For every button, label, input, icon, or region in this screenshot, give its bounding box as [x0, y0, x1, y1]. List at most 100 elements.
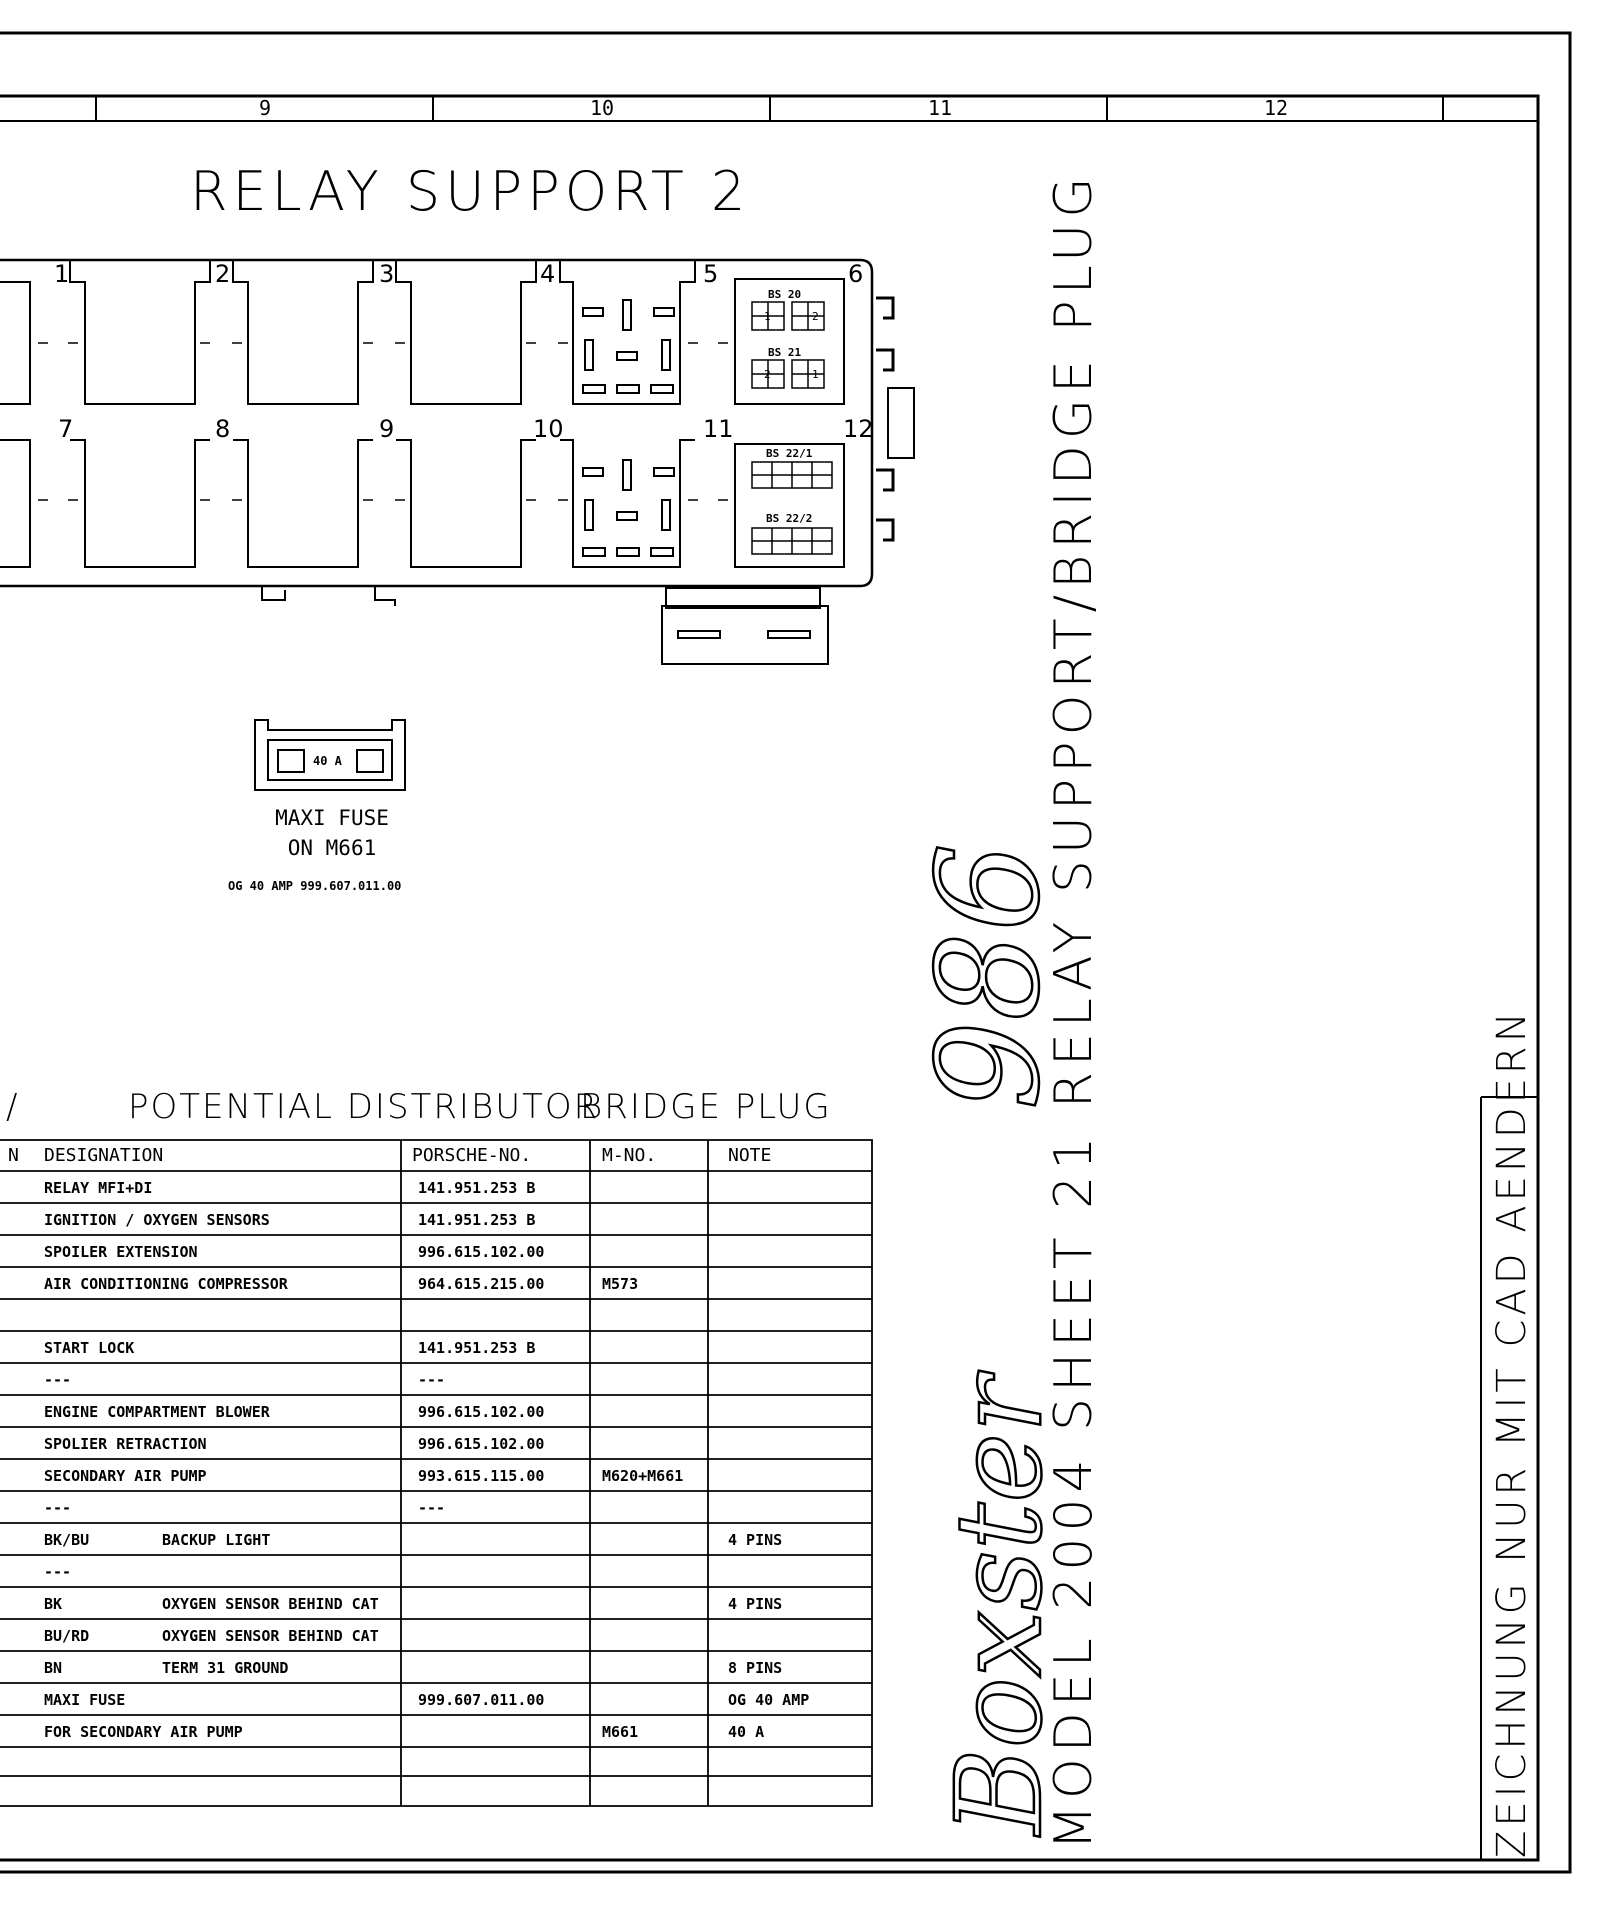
table-cell-designation: AIR CONDITIONING COMPRESSOR	[44, 1275, 288, 1293]
maxi-fuse-caption-line1: MAXI FUSE	[275, 806, 389, 830]
table-cell-designation: START LOCK	[44, 1339, 135, 1357]
maxi-fuse-rating: 40 A	[313, 754, 342, 768]
relay-pins-slot11	[582, 459, 675, 557]
title-block-strip	[1480, 1096, 1538, 1860]
table-cell-designation: MAXI FUSE	[44, 1691, 126, 1709]
table-cell-note: 8 PINS	[728, 1659, 783, 1677]
slot-number-4: 4	[540, 260, 556, 288]
bridge-label-bs22-2: BS 22/2	[766, 512, 813, 525]
slot-number-12: 12	[843, 415, 874, 443]
table-cell-porsche-no: 996.615.102.00	[418, 1243, 545, 1261]
bridge-pin-number: 1	[812, 368, 819, 381]
table-cell-porsche-no: 996.615.102.00	[418, 1403, 545, 1421]
table-cell-note: 4 PINS	[728, 1595, 783, 1613]
relay-support-title: RELAY SUPPORT 2	[190, 160, 751, 223]
bridge-pin-number: 1	[764, 310, 771, 323]
column-number-11: 11	[927, 96, 953, 120]
bridge-pin-number: 2	[812, 310, 819, 323]
relay-sockets-bottom	[0, 439, 845, 568]
socket-dash-marks	[38, 342, 728, 501]
slot-number-3: 3	[379, 260, 395, 288]
maxi-fuse-caption-line2: ON M661	[287, 836, 377, 860]
table-cell-designation: ---	[44, 1563, 72, 1581]
bridge-label-bs22-1: BS 22/1	[766, 447, 813, 460]
table-cell-designation: BK/BU	[44, 1531, 90, 1549]
table-cell-note: 4 PINS	[728, 1531, 783, 1549]
table-cell-porsche-no: 993.615.115.00	[418, 1467, 545, 1485]
table-header-cut-mark: N	[8, 1145, 19, 1166]
bridge-bs21-pins	[751, 359, 825, 389]
table-cell-designation: ENGINE COMPARTMENT BLOWER	[44, 1403, 270, 1421]
table-cell-designation: SPOILER EXTENSION	[44, 1243, 198, 1261]
table-cell-designation: SPOLIER RETRACTION	[44, 1435, 207, 1453]
table-cell-porsche-no: 996.615.102.00	[418, 1435, 545, 1453]
maxi-fuse-drawing	[254, 719, 406, 791]
table-cell-description: OXYGEN SENSOR BEHIND CAT	[162, 1627, 379, 1645]
slot-number-8: 8	[215, 415, 231, 443]
table-cell-designation: IGNITION / OXYGEN SENSORS	[44, 1211, 270, 1229]
table-cell-note: 40 A	[728, 1723, 765, 1741]
column-number-10: 10	[589, 96, 615, 120]
cad-note: ZEICHNUNG NUR MIT CAD AENDERN	[1489, 1008, 1535, 1858]
table-cell-description: TERM 31 GROUND	[162, 1659, 289, 1677]
table-cell-porsche-no: 999.607.011.00	[418, 1691, 545, 1709]
table-cell-description: BACKUP LIGHT	[162, 1531, 271, 1549]
table-title-bridge-plug: BRIDGE PLUG	[580, 1087, 832, 1127]
slot-number-5: 5	[703, 260, 719, 288]
table-title-distributor: POTENTIAL DISTRIBUTOR	[128, 1087, 600, 1127]
bridge-label-bs21: BS 21	[768, 346, 802, 359]
column-number-12: 12	[1263, 96, 1289, 120]
slot-number-11: 11	[703, 415, 734, 443]
table-cell-description: OXYGEN SENSOR BEHIND CAT	[162, 1595, 379, 1613]
column-dividers	[95, 96, 1444, 121]
table-cell-designation: BN	[44, 1659, 63, 1677]
bridge-label-bs20: BS 20	[768, 288, 802, 301]
table-cell-porsche-no: 141.951.253 B	[418, 1339, 536, 1357]
table-cell-designation: ---	[44, 1371, 72, 1389]
slot-number-9: 9	[379, 415, 395, 443]
model-986-logo: 986	[907, 842, 1073, 1112]
slot-number-10: 10	[533, 415, 564, 443]
table-cell-designation: BU/RD	[44, 1627, 90, 1645]
table-grid	[0, 1139, 873, 1807]
table-cell-porsche-no: 141.951.253 B	[418, 1179, 536, 1197]
relay-pins-slot5	[582, 299, 675, 394]
table-header-designation: DESIGNATION	[44, 1145, 164, 1166]
housing-side-connector	[887, 387, 915, 459]
housing-side-clips	[876, 296, 895, 542]
table-header-note: NOTE	[728, 1145, 772, 1166]
table-cell-m-no: M573	[602, 1275, 639, 1293]
table-cell-porsche-no: 141.951.253 B	[418, 1211, 536, 1229]
slot-number-6: 6	[848, 260, 864, 288]
outer-frame	[0, 31, 1572, 1874]
housing-foot-left	[261, 586, 286, 601]
housing-foot-right	[374, 586, 396, 606]
bridge-bs20-pins	[751, 301, 825, 331]
maxi-fuse-part-info: OG 40 AMP 999.607.011.00	[228, 879, 402, 893]
table-cell-note: OG 40 AMP	[728, 1691, 810, 1709]
slot-number-2: 2	[215, 260, 231, 288]
slot-number-1: 1	[54, 260, 70, 288]
table-cell-m-no: M661	[602, 1723, 639, 1741]
bridge-bs22-1-pins	[751, 461, 833, 489]
table-cell-porsche-no: ---	[418, 1371, 446, 1389]
table-cell-designation: RELAY MFI+DI	[44, 1179, 153, 1197]
boxster-logo: Boxster	[929, 1375, 1070, 1836]
table-cell-designation: BK	[44, 1595, 63, 1613]
column-number-9: 9	[258, 96, 272, 120]
relay-sockets-top	[0, 260, 845, 405]
table-cell-designation: SECONDARY AIR PUMP	[44, 1467, 207, 1485]
bottom-connector	[661, 587, 829, 665]
table-cell-designation: ---	[44, 1499, 72, 1517]
slot-number-7: 7	[58, 415, 74, 443]
bridge-bs22-2-pins	[751, 527, 833, 555]
bridge-pin-number: 2	[764, 368, 771, 381]
table-cell-m-no: M620+M661	[602, 1467, 684, 1485]
table-cell-porsche-no: 964.615.215.00	[418, 1275, 545, 1293]
table-header-porsche-no: PORSCHE-NO.	[412, 1145, 532, 1166]
table-cut-mark: /	[6, 1087, 20, 1127]
table-cell-designation: FOR SECONDARY AIR PUMP	[44, 1723, 243, 1741]
relay-support-housing	[0, 258, 874, 588]
table-cell-porsche-no: ---	[418, 1499, 446, 1517]
